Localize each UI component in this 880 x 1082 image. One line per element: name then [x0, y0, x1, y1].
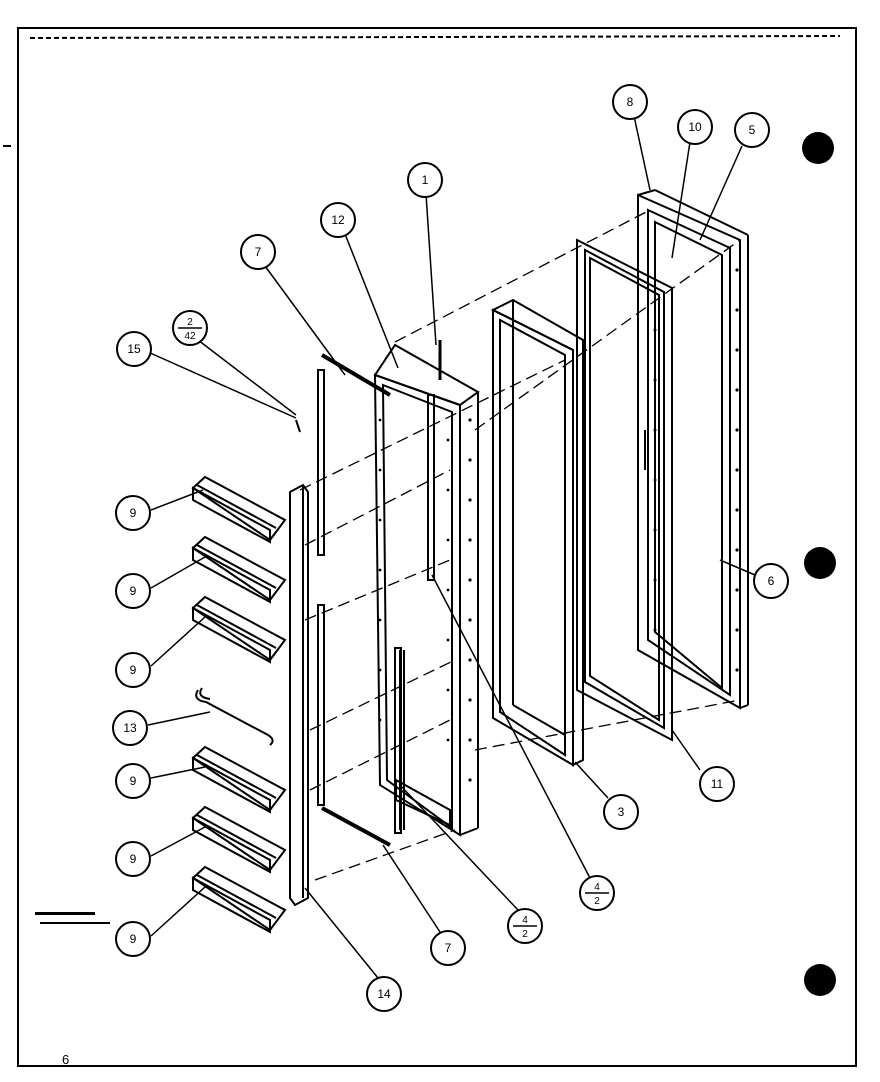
callout-circle-14 [366, 976, 402, 1012]
callout-circle-9 [115, 763, 151, 799]
clip-part-15 [295, 419, 301, 433]
inner-door-frame [373, 343, 480, 837]
callout-fraction-denominator: 42 [184, 331, 196, 342]
callout-fraction-numerator: 4 [594, 882, 600, 893]
callout-label: 7 [255, 245, 262, 259]
callout-circle-15 [116, 331, 152, 367]
callout-circle-12 [320, 202, 356, 238]
callout-circle-6 [753, 563, 789, 599]
binder-hole-bottom [804, 964, 836, 996]
page-number: 6 [62, 1052, 70, 1067]
fraction-bars [178, 327, 609, 927]
door-stop-rails [394, 394, 435, 834]
alignment-lines [299, 209, 741, 881]
callout-label: 9 [130, 506, 137, 520]
frame-border [17, 27, 857, 1067]
callout-label: 9 [130, 932, 137, 946]
callout-label: 12 [331, 213, 345, 227]
door-bin [191, 595, 287, 664]
leader-lines [147, 115, 756, 979]
callout-label: 3 [618, 805, 625, 819]
door-bin [191, 865, 287, 934]
door-bin [191, 535, 287, 604]
callout-label: 5 [749, 123, 756, 137]
door-gasket [576, 238, 673, 742]
callout-circle-1 [407, 162, 443, 198]
binder-hole-middle [804, 547, 836, 579]
callout-label: 9 [130, 584, 137, 598]
inner-frame-fastener-holes [378, 418, 472, 782]
callout-label: 8 [627, 95, 634, 109]
callout-fraction-denominator: 2 [594, 896, 600, 907]
callout-label: 7 [445, 941, 452, 955]
binder-hole-top [802, 132, 834, 164]
callout-circle-11 [699, 766, 735, 802]
outer-panel-screw-holes [735, 268, 739, 672]
door-bins-part-9 [191, 475, 287, 934]
scan-noise [3, 100, 857, 1050]
callout-circles [112, 84, 789, 1012]
callout-label: 6 [768, 574, 775, 588]
callout-labels: 8 10 5 1 12 7 15 2 42 9 9 9 13 9 9 9 14 … [123, 95, 774, 1001]
callout-label: 14 [377, 987, 391, 1001]
callout-circle-7 [240, 234, 276, 270]
callout-label: 9 [130, 663, 137, 677]
callout-circle-9 [115, 652, 151, 688]
callout-circle-9 [115, 841, 151, 877]
callout-circle-9 [115, 573, 151, 609]
callout-circle-5 [734, 112, 770, 148]
callout-label: 11 [711, 777, 724, 791]
gasket-fastener-holes [653, 328, 657, 632]
callout-circle-3 [603, 794, 639, 830]
callout-circle-10 [677, 109, 713, 145]
door-bin [191, 805, 287, 874]
door-bin [191, 745, 287, 814]
callout-circle-8 [612, 84, 648, 120]
callout-fraction-denominator: 2 [522, 929, 528, 940]
callout-circle-7 [430, 930, 466, 966]
callout-label: 1 [422, 173, 429, 187]
door-bin [191, 475, 287, 544]
top-scan-noise [29, 35, 841, 39]
retainer-bar-part-13 [195, 687, 274, 746]
callout-label: 9 [130, 774, 137, 788]
door-trim-strip-part-14 [289, 483, 309, 907]
callout-circle-9 [115, 921, 151, 957]
callout-label: 9 [130, 852, 137, 866]
callout-label: 13 [123, 721, 137, 735]
callout-fraction-numerator: 4 [522, 915, 528, 926]
callout-fraction-numerator: 2 [187, 317, 193, 328]
shelf-rails-part-7 [317, 353, 392, 847]
inner-liner-box [490, 298, 584, 767]
callout-circle-13 [112, 710, 148, 746]
callout-label: 15 [127, 342, 141, 356]
callout-circle-9 [115, 495, 151, 531]
callout-label: 10 [688, 120, 702, 134]
